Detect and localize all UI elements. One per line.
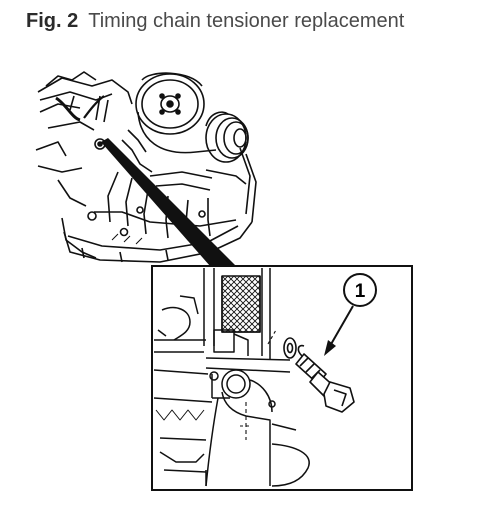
detail-view: 1 — [151, 265, 413, 491]
seal-washer — [283, 337, 297, 359]
figure-title: Timing chain tensioner replacement — [88, 10, 405, 32]
callout-1: 1 — [343, 273, 377, 307]
engine-overview — [35, 71, 257, 263]
figure-caption: Fig. 2 Timing chain tensioner replacement — [26, 10, 404, 33]
detail-pointer — [101, 138, 236, 266]
callout-number: 1 — [355, 281, 366, 302]
tensioner-assembly — [295, 344, 355, 413]
figure-label: Fig. 2 — [26, 10, 79, 32]
